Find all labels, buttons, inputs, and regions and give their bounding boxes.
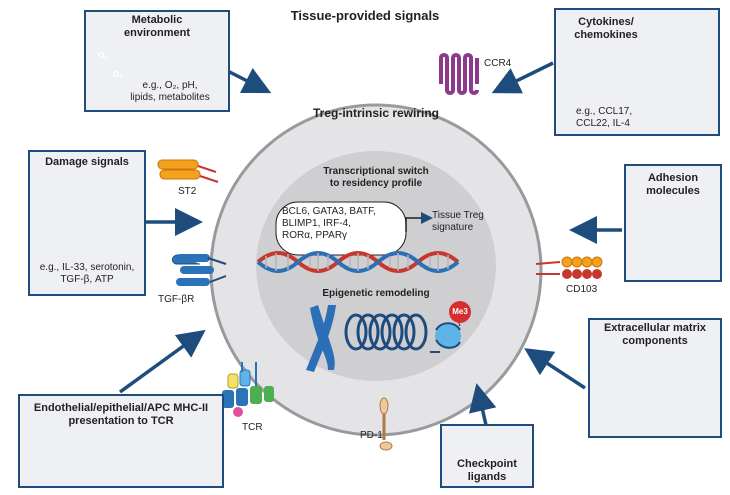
epigenetic-remodeling-title: Epigenetic remodeling bbox=[322, 288, 430, 299]
chromosome-icon bbox=[306, 305, 336, 372]
o2-label: O₂ bbox=[113, 70, 123, 79]
cytokines-chemokines-box bbox=[554, 8, 720, 136]
tf-list-text: BCL6, GATA3, BATF, BLIMP1, IRF-4, RORα, … bbox=[282, 206, 376, 241]
ecm-box-title: Extracellular matrix components bbox=[603, 322, 707, 347]
pd1-label: PD-1 bbox=[360, 430, 383, 441]
cytokines-box-text: e.g., CCL17, CCL22, IL-4 bbox=[576, 106, 633, 129]
pd1-receptor-icon bbox=[379, 397, 393, 451]
st2-label: ST2 bbox=[178, 186, 197, 197]
chromatin-coil bbox=[344, 313, 428, 351]
o2-label: O₂ bbox=[98, 51, 108, 60]
adhesion-box-title: Adhesion molecules bbox=[646, 172, 700, 197]
transcriptional-switch-title: Transcriptional switch to residency prof… bbox=[323, 166, 429, 189]
mhc-box-title: Endothelial/epithelial/APC MHC-II presen… bbox=[33, 402, 209, 427]
signal-arrows bbox=[118, 61, 622, 426]
st2-receptor-icon bbox=[157, 159, 219, 183]
tcr-label: TCR bbox=[242, 422, 263, 433]
tissue-treg-signature-label: Tissue Treg signature bbox=[432, 210, 484, 233]
cytokines-box-title: Cytokines/ chemokines bbox=[574, 16, 638, 41]
me3-label: Me3 bbox=[452, 307, 468, 316]
cd103-receptor-icon bbox=[535, 256, 603, 279]
checkpoint-ligands-box bbox=[440, 424, 534, 488]
signature-arrow bbox=[405, 212, 433, 232]
tgfbr-receptor-icon bbox=[171, 254, 227, 286]
ccr4-receptor-icon bbox=[439, 53, 479, 95]
figure-title: Tissue-provided signals bbox=[290, 8, 440, 23]
adhesion-molecules-box bbox=[624, 164, 722, 282]
tcr-receptor-icon bbox=[222, 362, 274, 417]
dna-helix bbox=[256, 251, 460, 273]
damage-box-title: Damage signals bbox=[45, 156, 129, 168]
ccr4-label: CCR4 bbox=[484, 58, 512, 69]
damage-signals-box bbox=[28, 150, 146, 296]
damage-box-text: e.g., IL-33, serotonin, TGF-β, ATP bbox=[39, 262, 135, 285]
nucleosome-icon bbox=[430, 322, 461, 353]
tgfbr-label: TGF-βR bbox=[158, 294, 195, 305]
cd103-label: CD103 bbox=[566, 284, 598, 295]
mhc-presentation-box bbox=[18, 394, 224, 488]
me3-tag bbox=[449, 301, 471, 327]
metabolic-box-text: e.g., O₂, pH, lipids, metabolites bbox=[130, 80, 210, 103]
ecm-components-box bbox=[588, 318, 722, 438]
metabolic-box-title: Metabolic environment bbox=[123, 14, 190, 39]
checkpoint-box-title: Checkpoint ligands bbox=[457, 458, 517, 483]
metabolic-environment-box bbox=[84, 10, 230, 112]
treg-rewiring-label: Treg-intrinsic rewiring bbox=[312, 106, 440, 120]
